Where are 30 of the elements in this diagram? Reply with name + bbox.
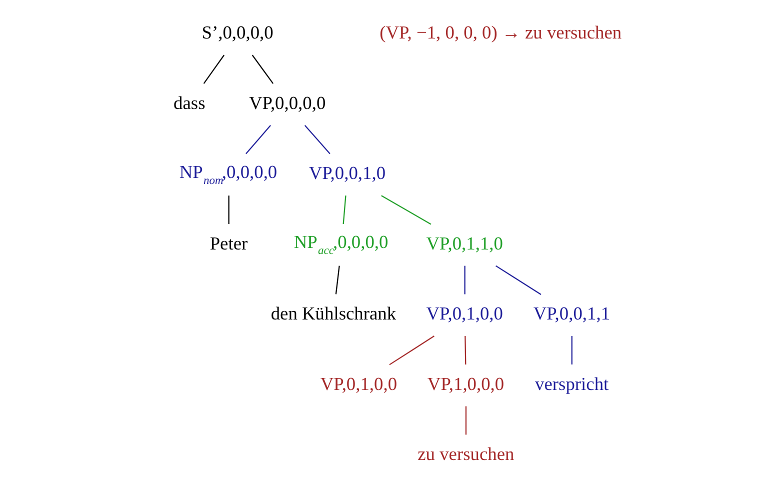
- connector: [494, 264, 541, 294]
- connector: [388, 335, 434, 365]
- connector: [464, 265, 465, 294]
- label: (VP, −1, 0, 0, 0) → zu versuchen: [379, 22, 622, 42]
- node-text: dass: [173, 92, 205, 112]
- node-text: VP,0,0,1,1: [532, 303, 610, 324]
- connector: [228, 195, 229, 224]
- connector: [251, 54, 274, 84]
- node-text: NP$_{acc}$,0,0,0,0: [293, 232, 388, 257]
- node-text: VP,0,0,1,0: [308, 162, 386, 183]
- node-text: VP,0,1,0,0: [426, 303, 502, 324]
- connector: [304, 124, 330, 154]
- connector: [342, 195, 346, 224]
- node-text: VP,0,1,0,0: [320, 373, 397, 394]
- connector: [245, 124, 270, 154]
- connector: [464, 406, 466, 434]
- node-text: NP$_{nom}$,0,0,0,0: [178, 162, 277, 186]
- node-text: VP,1,0,0,0: [426, 373, 504, 394]
- node-text: S’,0,0,0,0: [201, 22, 273, 42]
- node-text: Peter: [209, 232, 248, 253]
- connector: [380, 194, 431, 224]
- node-text: zu versuchen: [417, 444, 514, 464]
- connector: [334, 265, 340, 294]
- connector: [202, 54, 224, 84]
- node-text: VP,0,1,1,0: [426, 232, 502, 253]
- node-text: VP,0,0,0,0: [248, 92, 326, 112]
- node-text: verspricht: [534, 373, 608, 394]
- connector: [464, 336, 466, 364]
- connector: [570, 336, 572, 364]
- node-text: den Kühlschrank: [270, 303, 396, 324]
